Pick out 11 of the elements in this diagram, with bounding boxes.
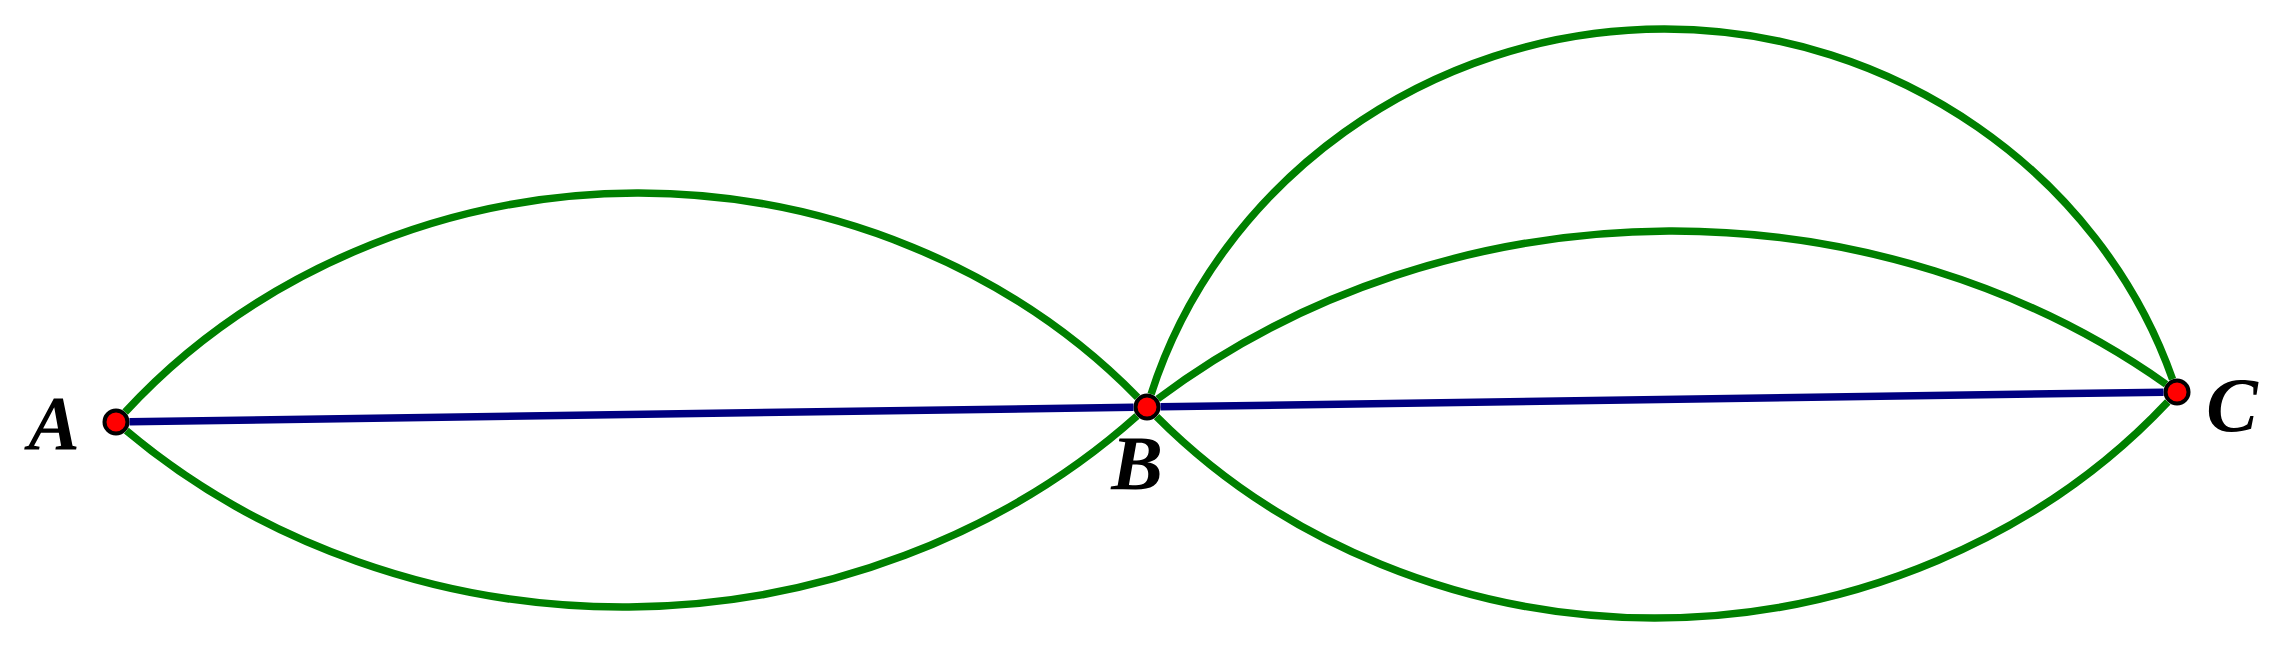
point-label: A [24, 398, 77, 450]
curved-line [1155, 227, 2169, 402]
point [1133, 393, 1161, 421]
curved-line [1153, 399, 2171, 622]
point-label: C [2208, 380, 2259, 432]
point [102, 408, 130, 436]
curved-line [124, 413, 1140, 611]
curved-line [122, 189, 1141, 415]
curved-line [1147, 25, 2176, 396]
point [2163, 378, 2191, 406]
point-label: B [1110, 438, 1160, 490]
